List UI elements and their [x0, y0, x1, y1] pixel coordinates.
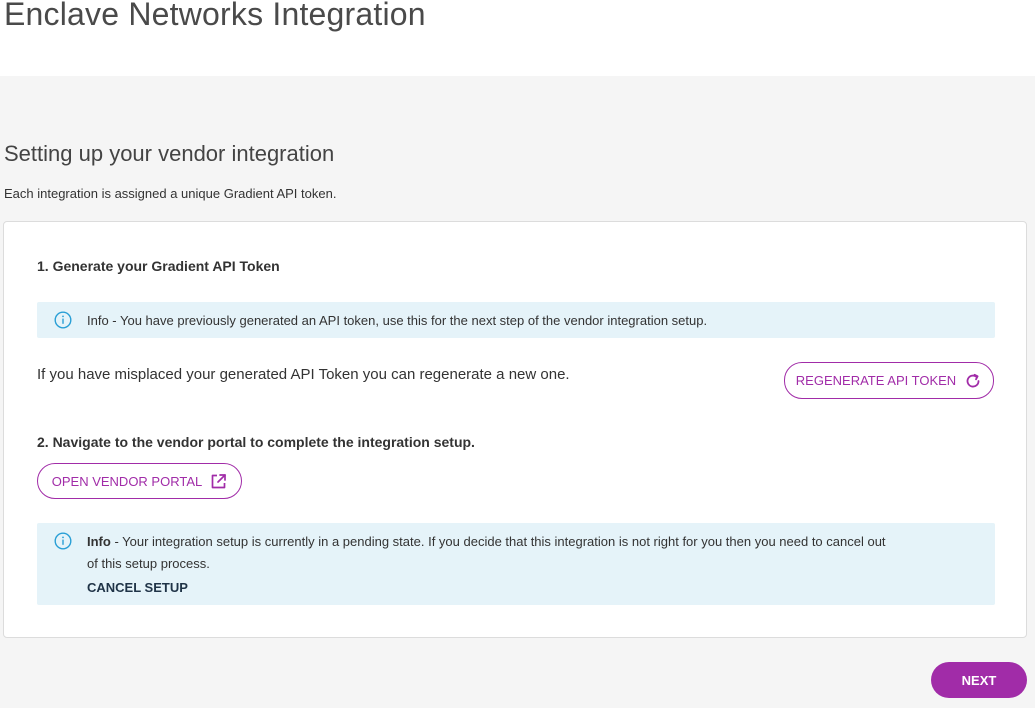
- pending-info-line2: of this setup process.: [87, 556, 210, 571]
- refresh-icon: [966, 373, 980, 387]
- setup-card: 1. Generate your Gradient API Token Info…: [3, 221, 1027, 638]
- page-title: Enclave Networks Integration: [4, 0, 426, 32]
- cancel-setup-link[interactable]: CANCEL SETUP: [87, 580, 188, 595]
- info-icon: [54, 311, 72, 329]
- regenerate-token-button[interactable]: REGENERATE API TOKEN: [784, 362, 994, 399]
- info-icon: [54, 532, 72, 550]
- open-vendor-portal-button[interactable]: OPEN VENDOR PORTAL: [37, 463, 242, 499]
- regenerate-token-label: REGENERATE API TOKEN: [795, 373, 957, 388]
- step2-heading: 2. Navigate to the vendor portal to comp…: [37, 434, 475, 450]
- misplaced-token-text: If you have misplaced your generated API…: [37, 366, 570, 383]
- pending-info-line1: Info - Your integration setup is current…: [87, 534, 886, 549]
- token-info-text: Info - You have previously generated an …: [87, 313, 708, 328]
- external-link-icon: [211, 473, 227, 488]
- step1-heading: 1. Generate your Gradient API Token: [37, 258, 280, 274]
- pending-info-label: Info: [87, 534, 111, 549]
- pending-info-box: Info - Your integration setup is current…: [37, 523, 995, 605]
- next-button[interactable]: NEXT: [931, 662, 1027, 698]
- token-info-box: Info - You have previously generated an …: [37, 302, 995, 338]
- page-header: Enclave Networks Integration: [0, 0, 1035, 76]
- open-vendor-portal-label: OPEN VENDOR PORTAL: [51, 473, 203, 489]
- pending-info-text: - Your integration setup is currently in…: [110, 534, 886, 549]
- section-subtitle: Each integration is assigned a unique Gr…: [4, 186, 337, 201]
- section-title: Setting up your vendor integration: [4, 141, 335, 166]
